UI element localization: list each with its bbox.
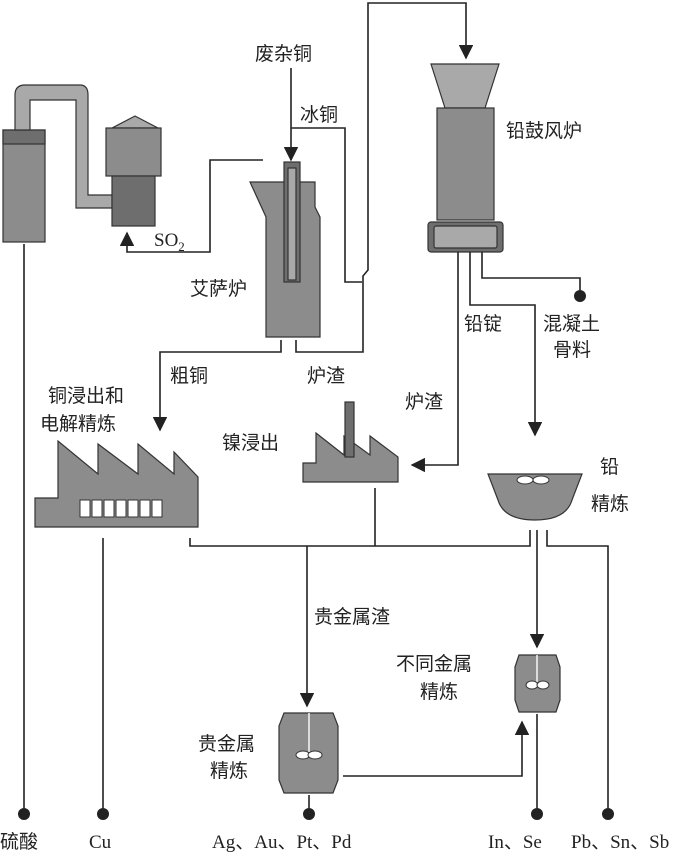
flow-precious-to-diff bbox=[343, 720, 530, 777]
label-lead-refining-2: 精炼 bbox=[591, 493, 629, 515]
label-crude-copper: 粗铜 bbox=[170, 365, 208, 387]
lead-refining-kettle bbox=[487, 473, 583, 521]
label-copper-leach-1: 铜浸出和 bbox=[48, 385, 124, 407]
output-node-concrete bbox=[574, 290, 586, 302]
output-node-in-se bbox=[531, 808, 543, 820]
flow-concrete bbox=[481, 252, 581, 290]
different-metal-vessel bbox=[514, 654, 561, 713]
isasmelt-furnace bbox=[249, 161, 321, 338]
label-diff-metal-2: 精炼 bbox=[420, 681, 458, 703]
nickel-leach-plant bbox=[302, 401, 399, 483]
label-precious-refine-2: 精炼 bbox=[210, 760, 248, 782]
label-slag-lead: 炉渣 bbox=[405, 391, 443, 413]
collector-bus bbox=[189, 530, 531, 547]
output-node-precious bbox=[303, 808, 315, 820]
output-node-acid bbox=[18, 808, 30, 820]
output-node-cu bbox=[97, 808, 109, 820]
label-slag-isa: 炉渣 bbox=[307, 365, 345, 387]
output-cu: Cu bbox=[89, 832, 112, 853]
flow-lead-bullion bbox=[469, 252, 543, 437]
lead-blast-furnace bbox=[427, 63, 504, 253]
output-precious: Ag、Au、Pt、Pd bbox=[212, 832, 352, 853]
label-concrete-2: 骨料 bbox=[553, 339, 591, 361]
label-lead-blast-furnace: 铅鼓风炉 bbox=[506, 120, 582, 142]
label-nickel-leach: 镍浸出 bbox=[222, 432, 279, 454]
label-scrap-copper: 废杂铜 bbox=[255, 43, 312, 65]
label-precious-slag: 贵金属渣 bbox=[314, 606, 390, 628]
label-isasmelt: 艾萨炉 bbox=[190, 278, 247, 300]
flow-slag-to-nickel bbox=[410, 252, 459, 473]
label-lead-refining-1: 铅 bbox=[600, 456, 619, 478]
label-matte: 冰铜 bbox=[300, 104, 338, 126]
label-so2: SO2 bbox=[154, 230, 185, 254]
flow-slag-to-blast bbox=[295, 2, 474, 353]
flow-matte bbox=[291, 127, 362, 283]
label-copper-leach-2: 电解精炼 bbox=[40, 413, 116, 435]
copper-refinery bbox=[34, 439, 199, 528]
output-in-se: In、Se bbox=[488, 832, 542, 853]
label-diff-metal-1: 不同金属 bbox=[396, 653, 472, 675]
output-node-pb bbox=[602, 808, 614, 820]
output-pb-sn-sb: Pb、Sn、Sb bbox=[571, 832, 669, 853]
flow-pb-sn-sb bbox=[546, 530, 609, 808]
flow-so2 bbox=[119, 159, 263, 253]
label-lead-bullion: 铅锭 bbox=[464, 313, 502, 335]
flow-crude-copper bbox=[152, 340, 282, 432]
label-precious-refine-1: 贵金属 bbox=[198, 733, 255, 755]
acid-tower bbox=[2, 84, 113, 243]
precious-metal-vessel bbox=[278, 712, 339, 794]
gas-cleaner bbox=[105, 115, 162, 227]
output-sulfuric-acid: 硫酸 bbox=[0, 831, 38, 853]
label-concrete-1: 混凝土 bbox=[543, 313, 600, 335]
